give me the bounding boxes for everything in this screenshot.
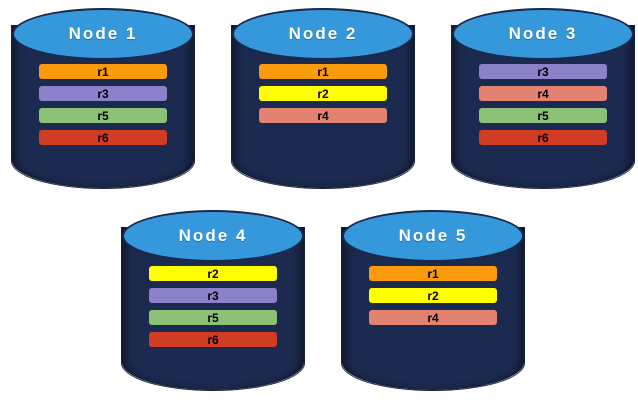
replica-bar[interactable]: r1 — [39, 64, 167, 79]
replica-bar[interactable]: r1 — [369, 266, 497, 281]
replica-bar[interactable]: r5 — [39, 108, 167, 123]
replica-bar[interactable]: r3 — [149, 288, 277, 303]
node-5-label: Node 5 — [398, 225, 468, 245]
node-4-label: Node 4 — [178, 225, 248, 245]
node-1-cylinder-top: Node 1 — [12, 8, 194, 60]
node-5-cylinder-top: Node 5 — [342, 210, 524, 262]
node-4-replica-list: r2 r3 r5 r6 — [122, 266, 304, 347]
node-1-label: Node 1 — [68, 23, 138, 43]
replica-bar[interactable]: r5 — [149, 310, 277, 325]
node-3-label: Node 3 — [508, 23, 578, 43]
replica-bar[interactable]: r5 — [479, 108, 607, 123]
node-4[interactable]: Node 4 r2 r3 r5 r6 — [121, 210, 305, 391]
replica-bar[interactable]: r3 — [479, 64, 607, 79]
replica-bar[interactable]: r6 — [39, 130, 167, 145]
node-1-replica-list: r1 r3 r5 r6 — [12, 64, 194, 145]
replica-bar[interactable]: r2 — [149, 266, 277, 281]
node-2-replica-list: r1 r2 r4 — [232, 64, 414, 123]
replica-bar[interactable]: r4 — [479, 86, 607, 101]
replica-bar[interactable]: r3 — [39, 86, 167, 101]
replica-bar[interactable]: r2 — [259, 86, 387, 101]
node-2-cylinder-top: Node 2 — [232, 8, 414, 60]
node-3[interactable]: Node 3 r3 r4 r5 r6 — [451, 8, 635, 189]
node-2[interactable]: Node 2 r1 r2 r4 — [231, 8, 415, 189]
node-3-cylinder-top: Node 3 — [452, 8, 634, 60]
replica-bar[interactable]: r6 — [479, 130, 607, 145]
replica-bar[interactable]: r2 — [369, 288, 497, 303]
replica-bar[interactable]: r4 — [369, 310, 497, 325]
replica-bar[interactable]: r4 — [259, 108, 387, 123]
replica-bar[interactable]: r6 — [149, 332, 277, 347]
node-1[interactable]: Node 1 r1 r3 r5 r6 — [11, 8, 195, 189]
node-2-label: Node 2 — [288, 23, 358, 43]
node-5[interactable]: Node 5 r1 r2 r4 — [341, 210, 525, 391]
node-5-replica-list: r1 r2 r4 — [342, 266, 524, 325]
node-3-replica-list: r3 r4 r5 r6 — [452, 64, 634, 145]
node-4-cylinder-top: Node 4 — [122, 210, 304, 262]
replica-bar[interactable]: r1 — [259, 64, 387, 79]
